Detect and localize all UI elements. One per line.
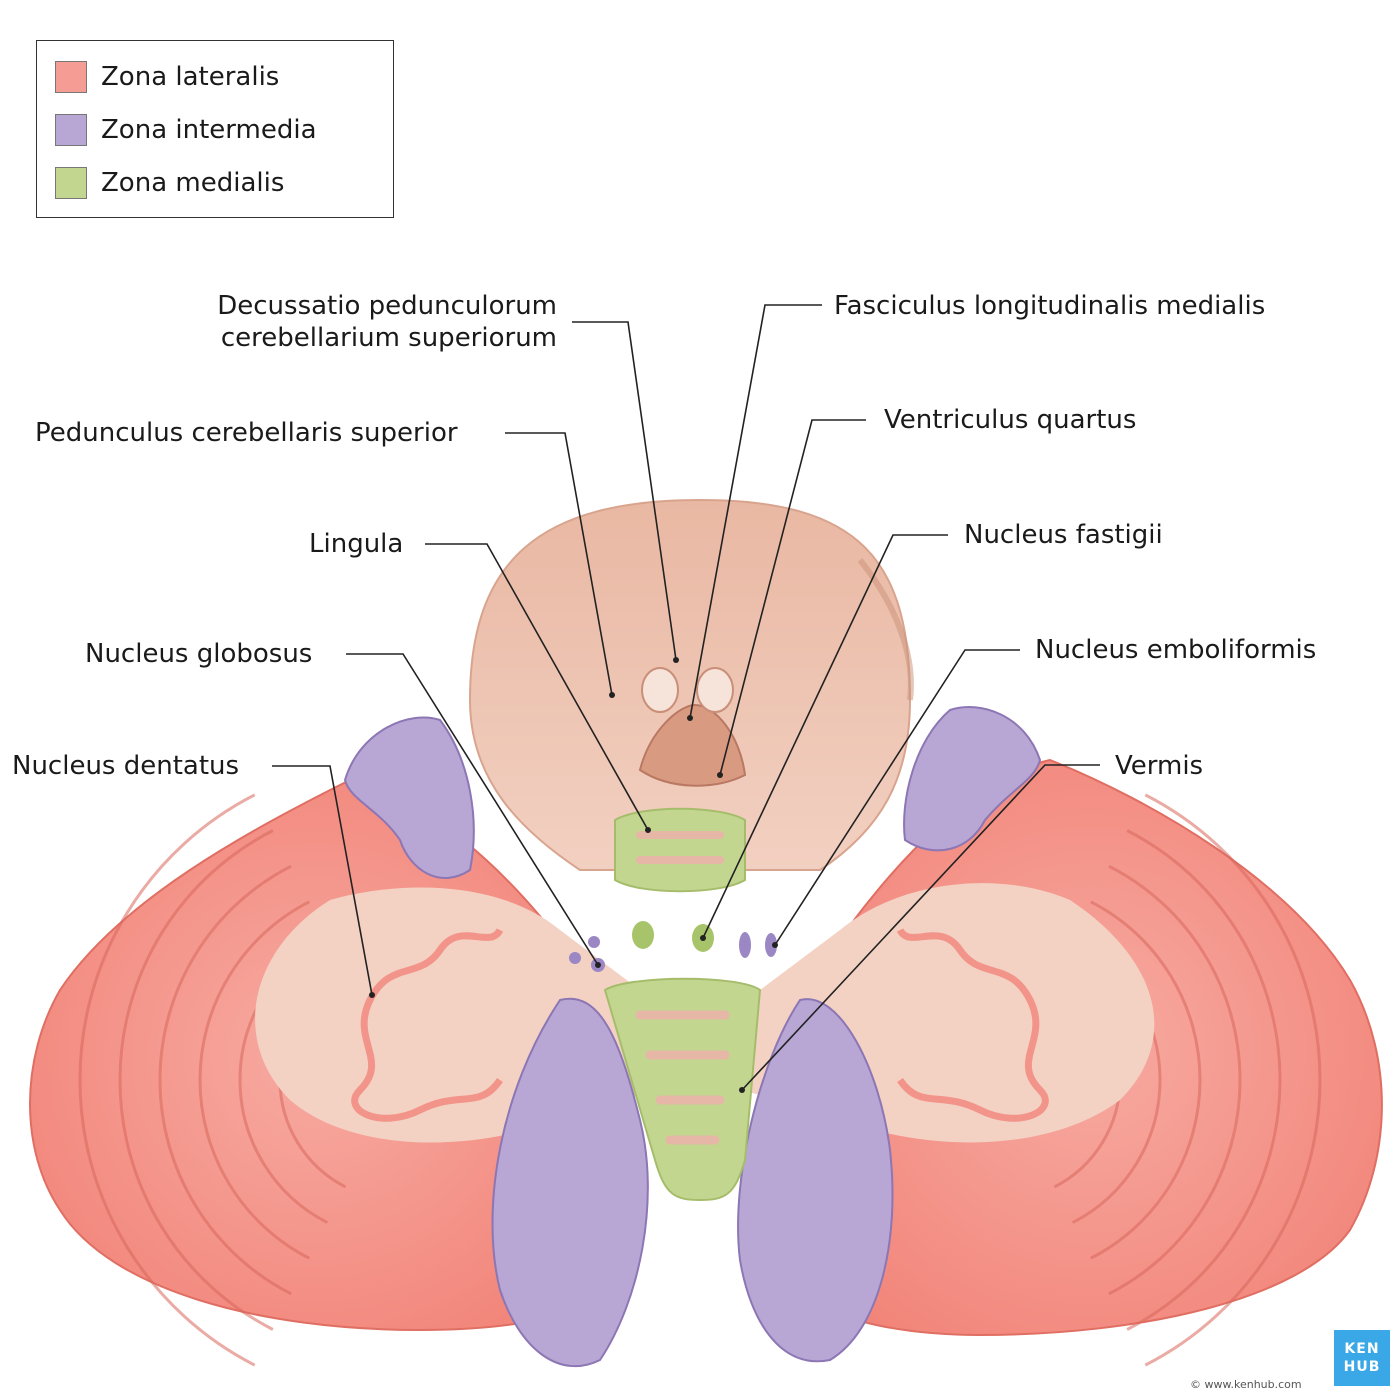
label-fastigii: Nucleus fastigii <box>964 520 1163 550</box>
legend-swatch-intermedia <box>55 114 87 146</box>
leader-vermis <box>741 764 1100 1091</box>
nucleus-fastigii-left <box>632 921 654 949</box>
nucleus-emboliformis-2 <box>765 933 777 957</box>
fourth-ventricle <box>638 703 747 787</box>
legend-item-medialis: Zona medialis <box>55 165 284 201</box>
leader-decussatio <box>572 321 677 661</box>
folium-ridge <box>1144 793 1322 1367</box>
folium-ridge <box>158 864 292 1296</box>
leader-pedunculus <box>505 432 613 696</box>
legend-swatch-lateralis <box>55 61 87 93</box>
nucleus-dentatus-right <box>896 927 1049 1122</box>
folium-ridge <box>1126 829 1282 1331</box>
intermedia-left-lower <box>491 997 649 1368</box>
folium-ridge <box>78 793 256 1367</box>
folium-ridge <box>198 900 310 1260</box>
lingula-shape <box>614 807 746 893</box>
kenhub-logo: KEN HUB <box>1334 1330 1390 1386</box>
leader-lines <box>272 304 1100 1091</box>
legend: Zona lateralis Zona intermedia Zona medi… <box>36 40 394 218</box>
label-dentatus: Nucleus dentatus <box>12 751 240 781</box>
leader-emboliformis <box>774 649 1020 946</box>
label-pedunculus: Pedunculus cerebellaris superior <box>35 418 458 448</box>
legend-item-lateralis: Zona lateralis <box>55 59 279 95</box>
leader-globosus <box>346 653 599 966</box>
legend-label: Zona intermedia <box>101 115 317 145</box>
nucleus-globosus-1 <box>588 936 600 948</box>
mlf-right <box>696 667 734 713</box>
credit-text: © www.kenhub.com <box>1190 1378 1302 1391</box>
nucleus-dentatus-left <box>351 927 504 1122</box>
label-decussatio: Decussatio pedunculorum cerebellarium su… <box>217 290 557 354</box>
leader-lingula <box>425 543 649 831</box>
label-decussatio-line1: Decussatio pedunculorum <box>217 291 557 321</box>
leader-ventriculus <box>719 419 866 776</box>
label-ventriculus: Ventriculus quartus <box>884 405 1137 435</box>
label-fasciculus: Fasciculus longitudinalis medialis <box>834 291 1266 321</box>
leader-dots <box>369 657 778 1093</box>
vermis-shape <box>603 977 762 1202</box>
legend-label: Zona medialis <box>101 168 285 198</box>
label-globosus: Nucleus globosus <box>85 639 313 669</box>
leader-fastigii <box>702 534 948 939</box>
intermedia-right-upper <box>903 706 1042 852</box>
mlf-left <box>641 667 679 713</box>
nucleus-globosus-3 <box>569 952 581 964</box>
legend-label: Zona lateralis <box>101 62 280 92</box>
legend-swatch-medialis <box>55 167 87 199</box>
intermedia-left-upper <box>343 716 475 880</box>
nucleus-emboliformis-1 <box>739 932 751 958</box>
label-vermis: Vermis <box>1115 751 1204 781</box>
label-decussatio-line2: cerebellarium superiorum <box>220 323 557 353</box>
label-lingula: Lingula <box>309 529 404 559</box>
folia-pattern <box>78 793 1322 1367</box>
folium-ridge <box>1108 864 1242 1296</box>
folium-ridge <box>1090 900 1202 1260</box>
folium-ridge <box>118 829 274 1331</box>
leader-dentatus <box>272 765 373 996</box>
logo-line1: KEN <box>1344 1341 1380 1357</box>
legend-item-intermedia: Zona intermedia <box>55 112 317 148</box>
leader-fasciculus <box>689 304 822 719</box>
label-emboliformis: Nucleus emboliformis <box>1035 635 1317 665</box>
logo-line2: HUB <box>1343 1359 1381 1375</box>
